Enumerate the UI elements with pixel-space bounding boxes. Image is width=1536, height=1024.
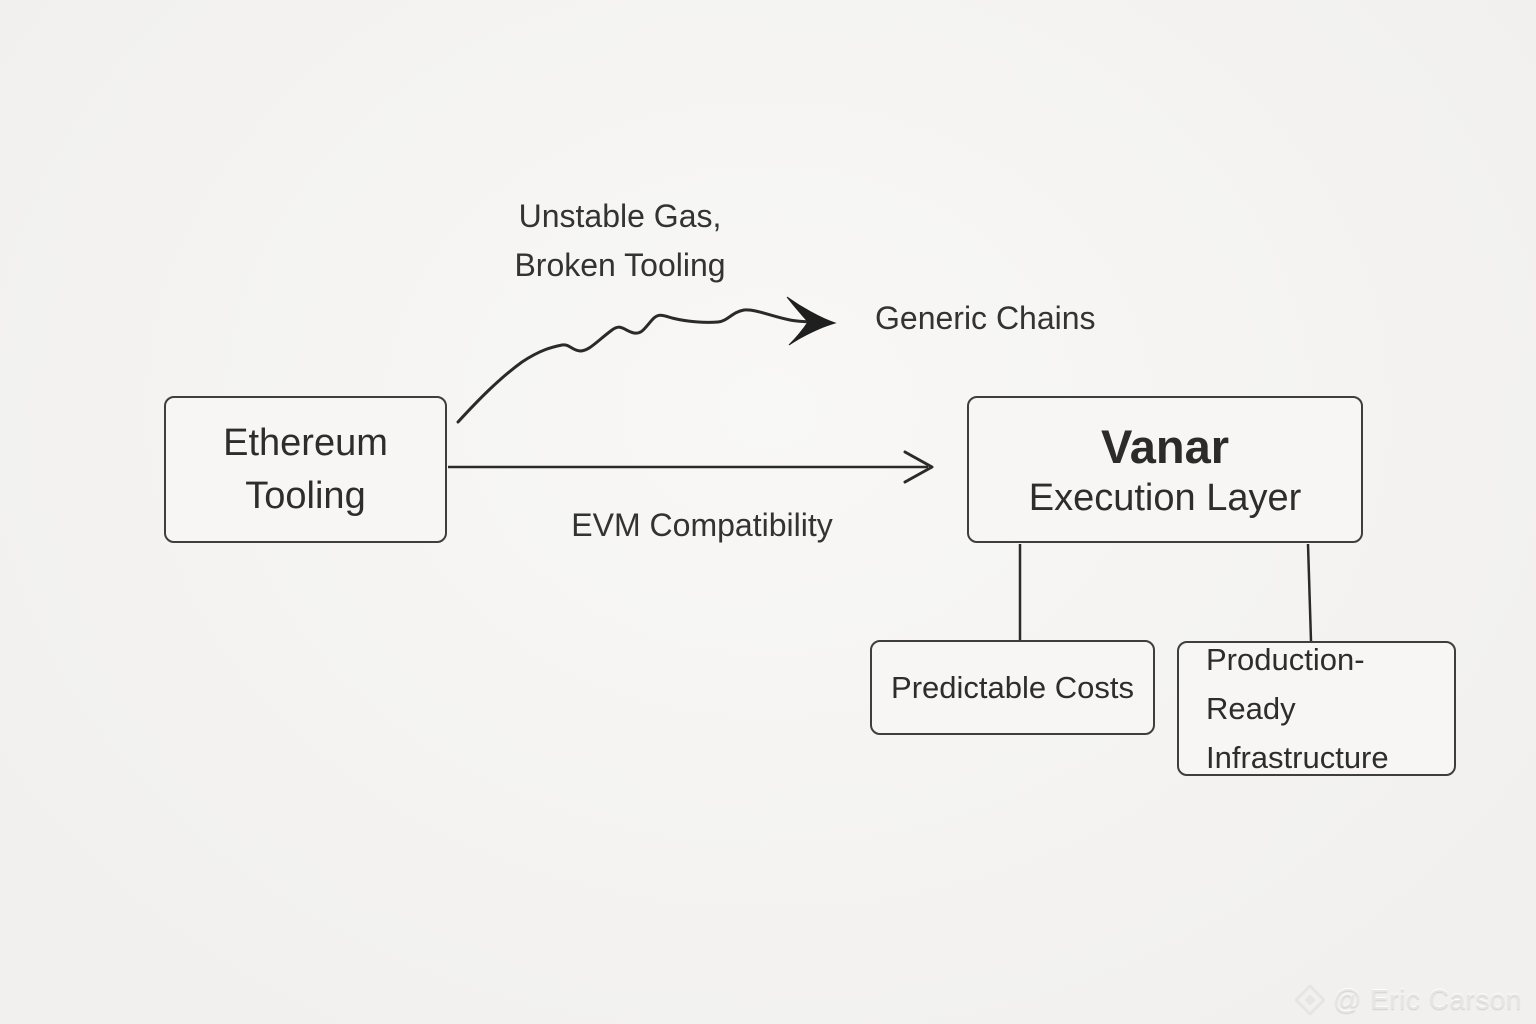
node-predictable-costs: Predictable Costs <box>870 640 1155 735</box>
edge-ethereum-to-generic-chains <box>456 296 837 424</box>
unstable-gas-line2: Broken Tooling <box>514 247 726 283</box>
node-ethereum-tooling: Ethereum Tooling <box>164 396 447 543</box>
diamond-logo-icon <box>1295 985 1326 1015</box>
edge-label-evm-compatibility: EVM Compatibility <box>571 507 833 543</box>
node-vanar-execution-layer: Vanar Execution Layer <box>967 396 1363 543</box>
watermark-handle: @ Eric Carson <box>1333 984 1522 1015</box>
unstable-gas-line1: Unstable Gas, <box>518 198 722 234</box>
production-ready-label-line2: Infrastructure <box>1206 740 1389 775</box>
vanar-title: Vanar <box>1100 419 1230 473</box>
watermark: @ Eric Carson <box>1295 984 1522 1016</box>
ethereum-tooling-label-line2: Tooling <box>245 474 366 517</box>
arrowhead-icon <box>903 450 934 484</box>
edge-ethereum-to-vanar <box>448 450 934 484</box>
edge-label-unstable-gas: Unstable Gas, Broken Tooling <box>450 192 790 290</box>
node-production-ready-infrastructure: Production-Ready Infrastructure <box>1177 641 1456 776</box>
arrowhead-icon <box>786 296 837 346</box>
edge-vanar-to-production <box>1306 543 1313 642</box>
vanar-subtitle: Execution Layer <box>1028 476 1302 519</box>
predictable-costs-label: Predictable Costs <box>891 669 1134 705</box>
production-ready-label-line1: Production-Ready <box>1206 642 1365 726</box>
node-generic-chains: Generic Chains <box>875 300 1096 336</box>
ethereum-tooling-label-line1: Ethereum <box>223 421 388 464</box>
